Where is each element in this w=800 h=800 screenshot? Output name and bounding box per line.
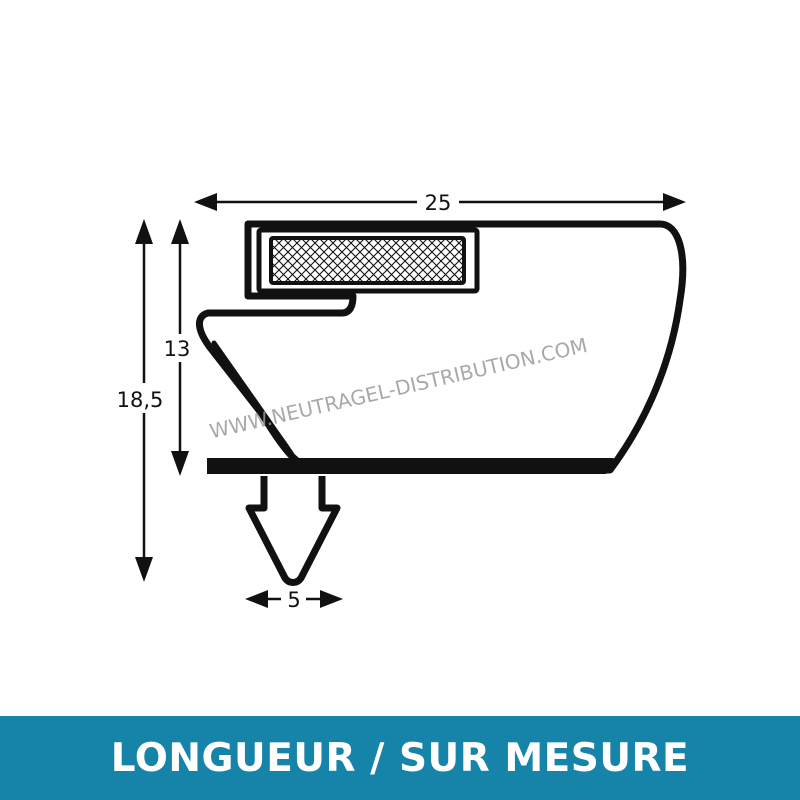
arrow-left-icon <box>194 193 217 211</box>
watermark-text: WWW.NEUTRAGEL-DISTRIBUTION.COM <box>207 333 589 443</box>
footer-text: LONGUEUR / SUR MESURE <box>110 735 690 781</box>
total-height-dimension: 18,5 <box>117 219 164 582</box>
total-height-label: 18,5 <box>117 388 164 412</box>
width-label: 25 <box>425 191 452 215</box>
arrow-down-icon <box>171 451 189 476</box>
arrow-down-icon <box>135 557 153 582</box>
arrow-left-icon <box>245 590 268 608</box>
footer-banner: LONGUEUR / SUR MESURE <box>0 716 800 800</box>
gasket-profile-diagram: 25 18,5 13 5 WWW.NEUTRAGEL-DISTRIBUTION.… <box>117 191 687 612</box>
upper-height-label: 13 <box>164 337 191 361</box>
magnet-strip <box>269 236 466 285</box>
fixing-dart <box>245 476 341 586</box>
base-label: 5 <box>287 588 300 612</box>
upper-height-dimension: 13 <box>164 219 191 476</box>
arrow-right-icon <box>320 590 343 608</box>
base-bar <box>207 458 614 474</box>
arrow-up-icon <box>171 219 189 244</box>
arrow-right-icon <box>663 193 686 211</box>
base-dimension: 5 <box>245 588 343 612</box>
width-dimension: 25 <box>194 191 686 215</box>
inner-flap <box>211 340 298 463</box>
arrow-up-icon <box>135 219 153 244</box>
